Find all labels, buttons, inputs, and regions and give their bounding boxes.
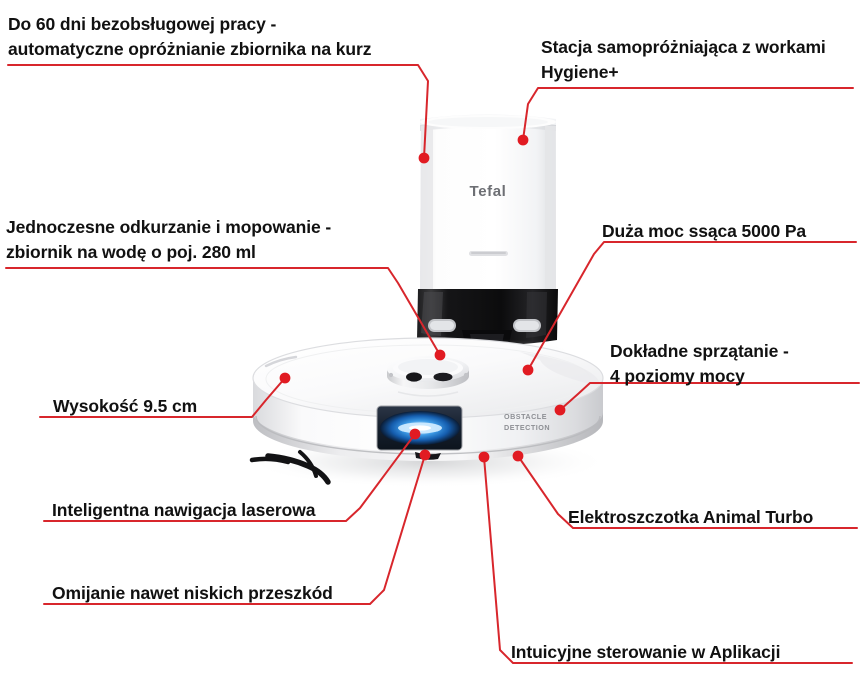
callout-self-empty-station-line-1: Stacja samopróżniająca z workami [541,37,826,57]
callout-app-control-line-1: Intuicyjne sterowanie w Aplikacji [511,642,781,662]
callout-auto-empty-line-2: automatyczne opróżnianie zbiornika na ku… [8,39,372,60]
leader-dot-suction-power [522,364,534,376]
callout-power-levels[interactable]: Dokładne sprzątanie - 4 poziomy mocy [610,339,789,390]
callout-suction-power-line-1: Duża moc ssąca 5000 Pa [602,221,807,241]
callout-app-control[interactable]: Intuicyjne sterowanie w Aplikacji [511,640,780,665]
tefal-logo: Tefal [470,183,507,200]
leader-self-empty-station [522,87,854,141]
callout-height[interactable]: Wysokość 9.5 cm [53,394,197,419]
callout-obstacle-avoidance[interactable]: Omijanie nawet niskich przeszkód [52,581,333,606]
callout-auto-empty-line-1: Do 60 dni bezobsługowej pracy - [8,14,277,34]
leader-app-control [483,456,853,664]
leader-dot-app-control [478,451,490,463]
callout-vacuum-and-mop-line-1: Jednoczesne odkurzanie i mopowanie - [6,217,332,237]
callout-laser-navigation[interactable]: Inteligentna nawigacja laserowa [52,498,315,523]
obstacle-sensor-panel [376,405,463,451]
leader-auto-empty [7,64,429,159]
docking-station: Tefal [402,114,574,365]
obstacle-detection-badge-line1: OBSTACLE [504,412,547,421]
obstacle-detection-badge-line2: DETECTION [504,423,550,432]
callout-suction-power[interactable]: Duża moc ssąca 5000 Pa [602,219,806,244]
callout-animal-turbo-brush[interactable]: Elektroszczotka Animal Turbo [568,505,813,530]
leader-vacuum-and-mop [5,267,441,356]
leader-dot-vacuum-and-mop [434,349,446,361]
callout-laser-navigation-line-1: Inteligentna nawigacja laserowa [52,500,316,520]
callout-obstacle-avoidance-line-1: Omijanie nawet niskich przeszkód [52,583,333,603]
callout-power-levels-line-2: 4 poziomy mocy [610,366,745,387]
leader-dot-height [279,372,291,384]
leader-dot-animal-turbo-brush [512,450,524,462]
callout-animal-turbo-brush-line-1: Elektroszczotka Animal Turbo [568,507,814,527]
leader-dot-power-levels [554,404,566,416]
leader-dot-auto-empty [418,152,430,164]
callout-self-empty-station[interactable]: Stacja samopróżniająca z workami Hygiene… [541,35,826,86]
leader-dot-self-empty-station [517,134,529,146]
robot-vacuum: OBSTACLE DETECTION [249,337,604,485]
lidar-turret [387,356,469,389]
callout-self-empty-station-line-2: Hygiene+ [541,62,619,83]
callout-vacuum-and-mop-line-2: zbiornik na wodę o poj. 280 ml [6,242,256,263]
callout-vacuum-and-mop[interactable]: Jednoczesne odkurzanie i mopowanie - zbi… [6,215,331,266]
leader-dot-laser-navigation [409,428,421,440]
side-brush-bristles [249,450,331,485]
callout-auto-empty[interactable]: Do 60 dni bezobsługowej pracy - automaty… [8,12,371,63]
callout-height-line-1: Wysokość 9.5 cm [53,396,198,416]
leader-dot-obstacle-avoidance [419,449,431,461]
callout-power-levels-line-1: Dokładne sprzątanie - [610,341,789,361]
